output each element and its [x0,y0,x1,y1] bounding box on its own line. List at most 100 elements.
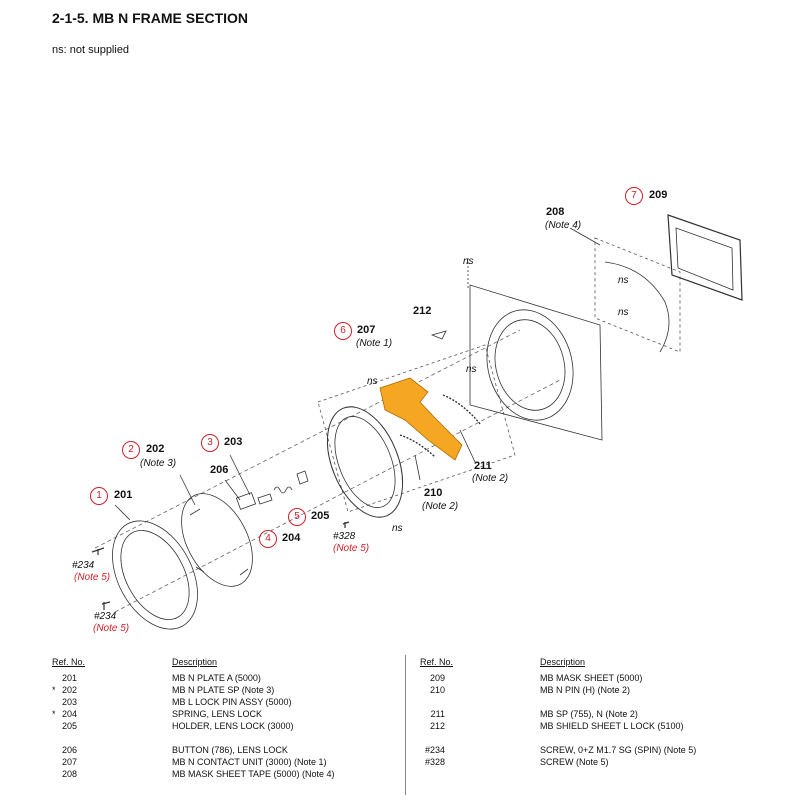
screw-328 [342,521,350,528]
ref-number: 210 [429,685,445,695]
part-frame-body [469,284,603,441]
label-206: 206 [210,464,229,476]
part-description: MB N PLATE SP (Note 3) [172,685,275,695]
leader-202 [179,474,196,506]
part-201-plate [112,520,198,630]
label-211: 211 [474,460,492,472]
part-211-springs [442,394,482,426]
part-description: BUTTON (786), LENS LOCK [172,745,288,755]
part-description: HOLDER, LENS LOCK (3000) [172,721,294,731]
part-205-holder [296,470,309,485]
part-frame-mount [486,309,574,421]
ref-number: 209 [429,673,445,683]
ref-number: 207 [61,757,77,767]
table-divider [405,655,406,795]
ref-number: 206 [61,745,77,755]
screw-note-328: (Note 5) [333,543,370,554]
assembly-axis-line [94,329,521,549]
diagram-linework [91,214,743,630]
part-description: MB MASK SHEET TAPE (5000) (Note 4) [172,769,335,779]
left-header-desc: Description [172,657,218,667]
screw-234-b [101,601,111,610]
part-description: SPRING, LENS LOCK [172,709,263,719]
part-212-shield [430,330,447,340]
part-207-ring [326,406,404,518]
part-description: SCREW, 0+Z M1.7 SG (SPIN) (Note 5) [540,745,697,755]
note-210: (Note 2) [422,501,459,512]
part-206-button [235,492,257,510]
callout-label-207: 207 [357,324,376,336]
part-description: MB SHIELD SHEET L LOCK (5100) [540,721,684,731]
screw-note-234-a: (Note 5) [74,572,111,583]
leader-206 [224,479,241,501]
screw-234-a [91,547,105,555]
label-212: 212 [413,305,432,317]
callout-circle-6: 6 [334,322,352,340]
screw-note-234-b: (Note 5) [93,623,130,634]
callout-label-202: 202 [146,443,165,455]
left-header-ref: Ref. No. [52,657,86,667]
callout-circle-1: 1 [90,487,108,505]
ns-label-ring: ns [392,523,403,534]
part-frame-mount-inner [494,319,566,411]
part-description: MB L LOCK PIN ASSY (5000) [172,697,292,707]
part-description: MB N CONTACT UNIT (3000) (Note 1) [172,757,327,767]
ref-number: 212 [429,721,445,731]
part-207-contact-highlight [379,377,463,461]
part-202-tabs [189,508,249,576]
exploded-view-diagram [91,214,743,630]
leader-211 [459,429,476,463]
callout-circle-2: 2 [122,441,140,459]
leader-208 [569,227,601,246]
callout-note-207: (Note 1) [356,338,393,349]
ref-number: 208 [61,769,77,779]
callout-circle-5: 5 [288,508,306,526]
ref-number: #234 [424,745,445,755]
right-header-desc: Description [540,657,586,667]
ref-number: 203 [61,697,77,707]
right-header-ref: Ref. No. [420,657,454,667]
callout-label-203: 203 [224,436,243,448]
part-description: MB N PLATE A (5000) [172,673,261,683]
part-204-spring [273,486,293,494]
screw-label-234-b: #234 [94,611,117,622]
ns-label-frame-2: ns [466,364,477,375]
callout-label-204: 204 [282,532,301,544]
leader-210 [414,454,421,481]
ref-number: 204 [61,709,77,719]
leader-203 [229,454,251,496]
ref-number: 211 [430,709,445,719]
ref-number: 205 [61,721,77,731]
part-202-plate-sp [181,493,253,587]
callout-label-205: 205 [311,510,330,522]
ns-label-207: ns [367,376,378,387]
ref-number: 202 [61,685,77,695]
screw-label-234-a: #234 [72,560,95,571]
part-description: SCREW (Note 5) [540,757,609,767]
part-203-pin [257,493,273,505]
ref-number: 201 [61,673,77,683]
callout-circle-3: 3 [201,434,219,452]
callout-label-201: 201 [114,489,133,501]
callout-label-209: 209 [649,189,668,201]
callout-note-202: (Note 3) [140,458,177,469]
ns-label-208: ns [618,275,629,286]
part-207-ring-inner [334,416,396,508]
part-description: MB N PIN (H) (Note 2) [540,685,631,695]
part-201-inner [120,530,190,620]
supply-mark: * [52,685,56,695]
ref-number: #328 [424,757,445,767]
part-description: MB MASK SHEET (5000) [540,673,643,683]
group-box-207 [317,344,516,513]
part-description: MB SP (755), N (Note 2) [540,709,638,719]
part-209-mask-sheet [667,214,743,301]
label-208: 208 [546,206,565,218]
label-210: 210 [424,487,443,499]
leader-201 [114,504,131,521]
ns-label-208b: ns [618,307,629,318]
note-208: (Note 4) [545,220,582,231]
ns-legend: ns: not supplied [52,44,130,56]
callout-circle-4: 4 [259,530,277,548]
page-title: 2-1-5. MB N FRAME SECTION [52,10,249,26]
